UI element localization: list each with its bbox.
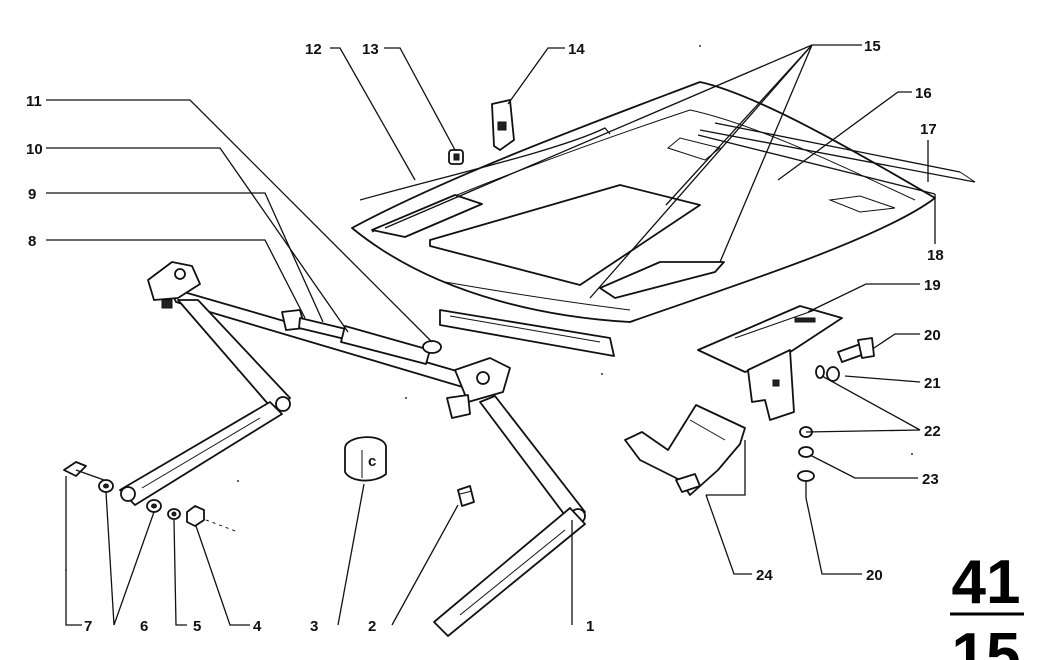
washer-22[interactable] (799, 365, 825, 438)
edge-seal[interactable] (359, 127, 611, 201)
callout-17: 17 (920, 121, 937, 138)
callout-23: 23 (922, 471, 939, 488)
insulation-mat-right (599, 261, 725, 299)
callout-3: 3 (310, 618, 318, 635)
callout-11: 11 (26, 93, 42, 110)
callout-14: 14 (568, 41, 585, 58)
callout-12: 12 (305, 41, 322, 58)
insulation-mat-left (371, 194, 483, 238)
latch-bracket[interactable] (624, 404, 746, 496)
hood-panel[interactable] (351, 81, 936, 357)
callout-22: 22 (924, 423, 941, 440)
callout-24: 24 (756, 567, 773, 584)
callout-8: 8 (28, 233, 36, 250)
plug-2[interactable] (457, 485, 475, 507)
callout-18: 18 (927, 247, 944, 264)
clip[interactable] (448, 149, 464, 165)
callout-15: 15 (864, 38, 881, 55)
washer-6a[interactable] (98, 479, 114, 493)
leader-lines (46, 44, 936, 626)
page-reference: 41 15 (950, 548, 1024, 660)
spring-washer-23[interactable] (798, 446, 814, 458)
hinge-assembly[interactable] (119, 261, 586, 637)
callout-20b: 20 (866, 567, 883, 584)
hood-bracket[interactable] (491, 99, 515, 151)
callout-21: 21 (924, 375, 941, 392)
washer-5[interactable] (167, 508, 181, 520)
callout-1: 1 (586, 618, 594, 635)
seal-strips[interactable] (697, 122, 976, 195)
lock-plate[interactable] (697, 305, 843, 421)
gas-strut[interactable] (281, 309, 442, 365)
svg-text:c: c (368, 453, 376, 470)
print-specks (65, 45, 913, 571)
callout-13: 13 (362, 41, 379, 58)
callout-9: 9 (28, 186, 36, 203)
washer-21[interactable] (826, 366, 840, 382)
rubber-buffer-3[interactable]: c (344, 436, 387, 482)
callout-16: 16 (915, 85, 932, 102)
page-sheet-number: 15 (952, 621, 1021, 660)
bolt-7[interactable] (63, 461, 105, 481)
washer-6b[interactable] (146, 499, 162, 513)
callout-10: 10 (26, 141, 43, 158)
callout-5: 5 (193, 618, 201, 635)
insulation-mat-center (429, 184, 701, 286)
nut-4[interactable] (186, 505, 205, 527)
page-group-number: 41 (952, 548, 1021, 617)
bolt-20a[interactable] (837, 337, 875, 363)
bolt-20b[interactable] (797, 470, 815, 498)
callout-labels: 1 2 3 4 5 6 7 8 9 10 11 12 13 14 15 16 1… (26, 38, 944, 635)
callout-19: 19 (924, 277, 941, 294)
callout-4: 4 (253, 618, 262, 635)
callout-7: 7 (84, 618, 92, 635)
callout-2: 2 (368, 618, 376, 635)
callout-20a: 20 (924, 327, 941, 344)
callout-6: 6 (140, 618, 148, 635)
